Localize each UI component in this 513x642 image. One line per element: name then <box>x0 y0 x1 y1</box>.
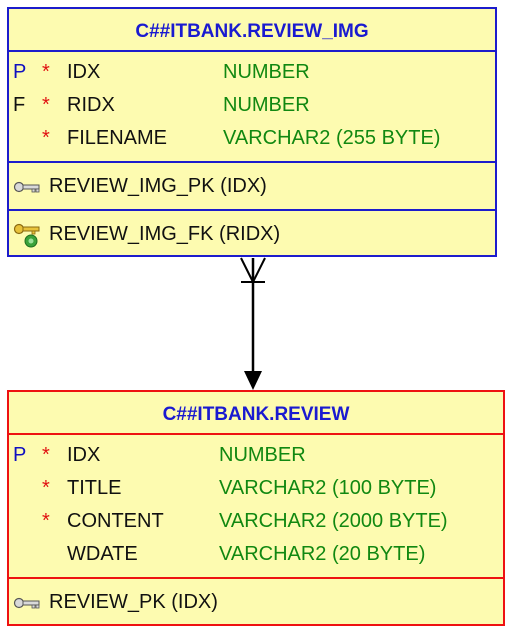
index-label: REVIEW_IMG_FK (RIDX) <box>49 223 281 245</box>
column-name: TITLE <box>67 477 122 499</box>
index-row[interactable]: REVIEW_PK (IDX) <box>9 579 503 625</box>
mandatory-marker: * <box>42 444 50 466</box>
mandatory-marker: * <box>42 94 50 116</box>
column-name: FILENAME <box>67 127 168 149</box>
mandatory-marker: * <box>42 127 50 149</box>
column-type: VARCHAR2 (2000 BYTE) <box>219 510 448 532</box>
mandatory-marker: * <box>42 477 50 499</box>
column-row[interactable]: P * IDX NUMBER <box>9 439 503 472</box>
column-row[interactable]: P * IDX NUMBER <box>9 56 495 89</box>
column-type: NUMBER <box>219 444 306 466</box>
entity-review[interactable]: C##ITBANK.REVIEW P * IDX NUMBER * TITLE … <box>7 390 505 626</box>
column-type: VARCHAR2 (20 BYTE) <box>219 543 426 565</box>
column-list: P * IDX NUMBER F * RIDX NUMBER * FILENAM… <box>9 52 495 163</box>
column-type: NUMBER <box>223 94 310 116</box>
column-row[interactable]: * TITLE VARCHAR2 (100 BYTE) <box>9 472 503 505</box>
column-name: WDATE <box>67 543 138 565</box>
index-row[interactable]: REVIEW_IMG_FK (RIDX) <box>9 209 495 257</box>
entity-title: C##ITBANK.REVIEW_IMG <box>9 9 495 52</box>
column-name: RIDX <box>67 94 115 116</box>
column-name: CONTENT <box>67 510 164 532</box>
foreign-key-icon <box>12 211 42 257</box>
entity-title: C##ITBANK.REVIEW <box>9 392 503 435</box>
primary-key-icon <box>12 163 42 209</box>
key-marker: F <box>13 94 26 116</box>
primary-key-icon <box>12 579 42 625</box>
key-marker: P <box>13 61 27 83</box>
column-row[interactable]: * FILENAME VARCHAR2 (255 BYTE) <box>9 122 495 155</box>
column-name: IDX <box>67 444 101 466</box>
column-row[interactable]: F * RIDX NUMBER <box>9 89 495 122</box>
column-row[interactable]: WDATE VARCHAR2 (20 BYTE) <box>9 538 503 571</box>
mandatory-marker: * <box>42 61 50 83</box>
entity-review-img[interactable]: C##ITBANK.REVIEW_IMG P * IDX NUMBER F * … <box>7 7 497 257</box>
index-label: REVIEW_IMG_PK (IDX) <box>49 175 267 197</box>
column-type: VARCHAR2 (100 BYTE) <box>219 477 437 499</box>
column-type: VARCHAR2 (255 BYTE) <box>223 127 441 149</box>
column-type: NUMBER <box>223 61 310 83</box>
column-name: IDX <box>67 61 101 83</box>
column-list: P * IDX NUMBER * TITLE VARCHAR2 (100 BYT… <box>9 435 503 579</box>
column-row[interactable]: * CONTENT VARCHAR2 (2000 BYTE) <box>9 505 503 538</box>
index-label: REVIEW_PK (IDX) <box>49 591 218 613</box>
index-row[interactable]: REVIEW_IMG_PK (IDX) <box>9 163 495 209</box>
mandatory-marker: * <box>42 510 50 532</box>
key-marker: P <box>13 444 27 466</box>
